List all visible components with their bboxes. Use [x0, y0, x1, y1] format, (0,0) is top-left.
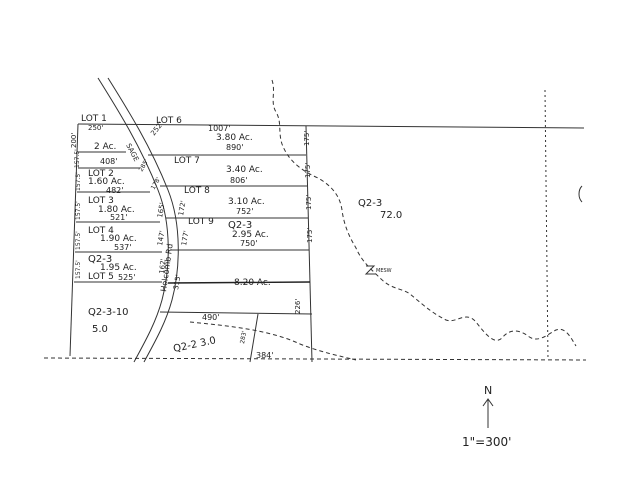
dim-175-c: 175' — [305, 195, 313, 210]
lot-boundaries — [43, 123, 587, 363]
dim-750: 750' — [240, 239, 257, 248]
label-lot1: LOT 1 — [81, 114, 107, 124]
parcel-q23-left: Q2-3 — [88, 254, 112, 265]
east-dotted-line — [544, 89, 549, 361]
dim-525: 525' — [118, 273, 135, 282]
dim-157-c: 157.5' — [75, 231, 82, 250]
dim-157-d: 157.5' — [75, 260, 82, 279]
label-lot5: LOT 5 — [88, 272, 114, 282]
dim-285: 285' — [138, 158, 151, 173]
acreage-lot6: 3.80 Ac. — [216, 133, 253, 143]
acreage-lot7: 3.40 Ac. — [226, 165, 263, 175]
dim-521: 521' — [110, 213, 127, 222]
dim-752: 752' — [236, 207, 253, 216]
dim-172: 172' — [177, 200, 188, 217]
dim-283: 283' — [239, 330, 248, 344]
side-dimension-labels: 175' 175' 175' 175' 226' 200' 157.5' 157… — [70, 120, 314, 344]
acreage-road-parcel: 8.20 Ac. — [234, 278, 271, 288]
creek-line — [189, 79, 577, 361]
acreage-lot8: 3.10 Ac. — [228, 197, 265, 207]
label-lot2: LOT 2 — [88, 169, 114, 179]
label-lot6: LOT 6 — [156, 116, 182, 126]
dim-157-b: 157.5' — [75, 201, 82, 220]
dim-1007: 1007' — [208, 124, 231, 133]
acreage-labels: 2 Ac. 3.80 Ac. 3.40 Ac. 3.10 Ac. 2.95 Ac… — [88, 133, 271, 288]
dim-175-a: 175' — [303, 131, 311, 146]
dim-175-b: 175' — [304, 163, 312, 178]
dim-890: 890' — [226, 143, 243, 152]
dim-226: 226' — [294, 299, 302, 314]
acreage-lot9: 2.95 Ac. — [232, 230, 269, 240]
dim-806: 806' — [230, 176, 247, 185]
label-lot9: LOT 9 — [188, 217, 214, 227]
dimension-labels: 250' 1007' 890' 806' 752' 750' 408' 482'… — [88, 124, 273, 360]
edge-mark — [578, 185, 583, 203]
parcel-q2310: Q2-3-10 — [88, 307, 129, 318]
dim-408: 408' — [100, 157, 117, 166]
road-sage-holcomb — [97, 77, 179, 363]
map-scale: 1"=300' — [462, 435, 511, 449]
dim-177: 177' — [180, 230, 191, 247]
north-label: N — [484, 384, 492, 397]
dim-490: 490' — [202, 313, 219, 322]
label-lot8: LOT 8 — [184, 186, 210, 196]
acreage-lot1: 2 Ac. — [94, 142, 116, 152]
label-lot7: LOT 7 — [174, 156, 200, 166]
mesw-label: MESW — [376, 268, 392, 274]
dim-165: 165' — [156, 202, 167, 219]
dim-175-d: 175' — [306, 228, 314, 243]
dim-250: 250' — [88, 124, 103, 132]
label-lot3: LOT 3 — [88, 196, 114, 206]
parcel-q23-main: Q2-3 — [358, 198, 382, 209]
dim-482: 482' — [106, 186, 123, 195]
parcel-q22: Q2-2 3.0 — [172, 335, 217, 355]
dim-157-e: 157.5' — [74, 149, 81, 168]
parcel-q23-mid: Q2-3 — [228, 220, 252, 231]
mesw-marker: MESW — [364, 265, 392, 275]
dim-178: 178' — [150, 176, 163, 191]
dim-537: 537' — [114, 243, 131, 252]
dim-162: 162' — [158, 258, 168, 274]
dim-200: 200' — [70, 133, 78, 148]
acreage-lot3: 1.80 Ac. — [98, 205, 135, 215]
acreage-lot2: 1.60 Ac. — [88, 177, 125, 187]
lot-labels: LOT 1 LOT 6 LOT 7 LOT 8 LOT 9 LOT 2 LOT … — [81, 114, 214, 282]
acreage-lot4: 1.90 Ac. — [100, 234, 137, 244]
acreage-lot5: 1.95 Ac. — [100, 263, 137, 273]
dim-315: 315' — [172, 274, 183, 291]
north-arrow: N — [482, 384, 494, 428]
dim-157-a: 157.5' — [75, 172, 82, 191]
dim-147: 147' — [156, 230, 167, 247]
dim-384: 384' — [256, 351, 273, 360]
label-lot4: LOT 4 — [88, 226, 114, 236]
parcel-q23-main-area: 72.0 — [380, 210, 402, 221]
parcel-q2310-area: 5.0 — [92, 324, 108, 335]
